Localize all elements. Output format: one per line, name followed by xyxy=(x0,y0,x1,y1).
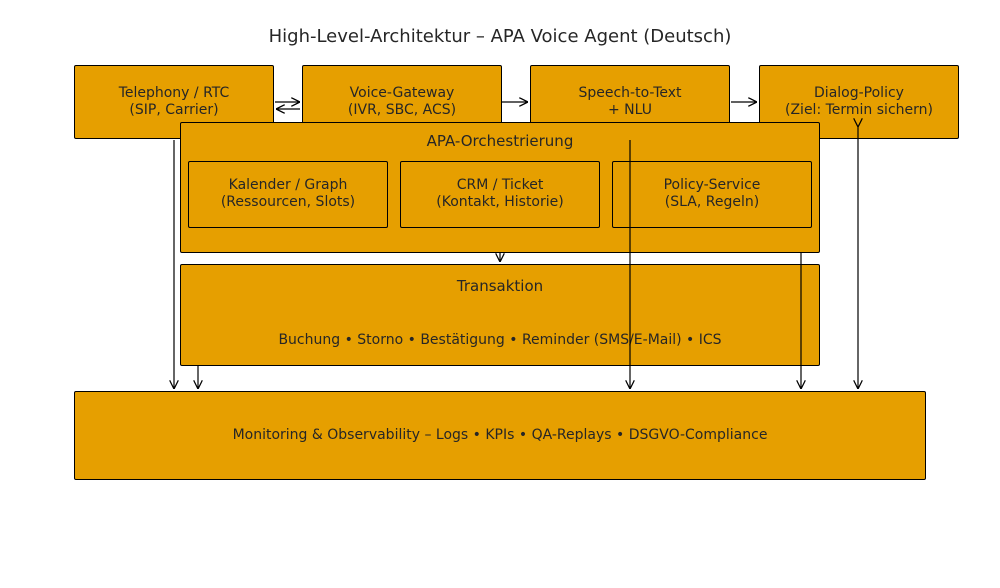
box-label: CRM / Ticket xyxy=(456,177,544,193)
box-sublabel: (SIP, Carrier) xyxy=(129,102,219,118)
crm-ticket-box: CRM / Ticket (Kontakt, Historie) xyxy=(400,161,600,228)
transaction-subtitle: Buchung • Storno • Bestätigung • Reminde… xyxy=(278,332,722,348)
transaction-title: Transaktion xyxy=(456,277,544,295)
box-label: Voice-Gateway xyxy=(349,85,455,101)
box-sublabel: + NLU xyxy=(607,102,652,118)
policy-service-box: Policy-Service (SLA, Regeln) xyxy=(612,161,812,228)
box-sublabel: (Ziel: Termin sichern) xyxy=(785,102,933,118)
box-label: Telephony / RTC xyxy=(118,85,230,101)
box-sublabel: (SLA, Regeln) xyxy=(664,194,760,210)
monitoring-label: Monitoring & Observability – Logs • KPIs… xyxy=(232,427,768,443)
box-sublabel: (IVR, SBC, ACS) xyxy=(347,102,457,118)
telephony-rtc-box: Telephony / RTC (SIP, Carrier) xyxy=(74,65,274,139)
calendar-graph-box: Kalender / Graph (Ressourcen, Slots) xyxy=(188,161,388,228)
monitoring-box: Monitoring & Observability – Logs • KPIs… xyxy=(74,391,926,480)
box-sublabel: (Kontakt, Historie) xyxy=(436,194,564,210)
diagram-title: High-Level-Architektur – APA Voice Agent… xyxy=(268,26,732,47)
transaction-box: Transaktion Buchung • Storno • Bestätigu… xyxy=(180,264,820,366)
box-label: Dialog-Policy xyxy=(814,85,904,101)
box-sublabel: (Ressourcen, Slots) xyxy=(220,194,356,210)
box-label: Policy-Service xyxy=(663,177,761,193)
box-label: Kalender / Graph xyxy=(228,177,348,193)
orchestration-title: APA-Orchestrierung xyxy=(426,132,574,150)
box-label: Speech-to-Text xyxy=(578,85,682,101)
